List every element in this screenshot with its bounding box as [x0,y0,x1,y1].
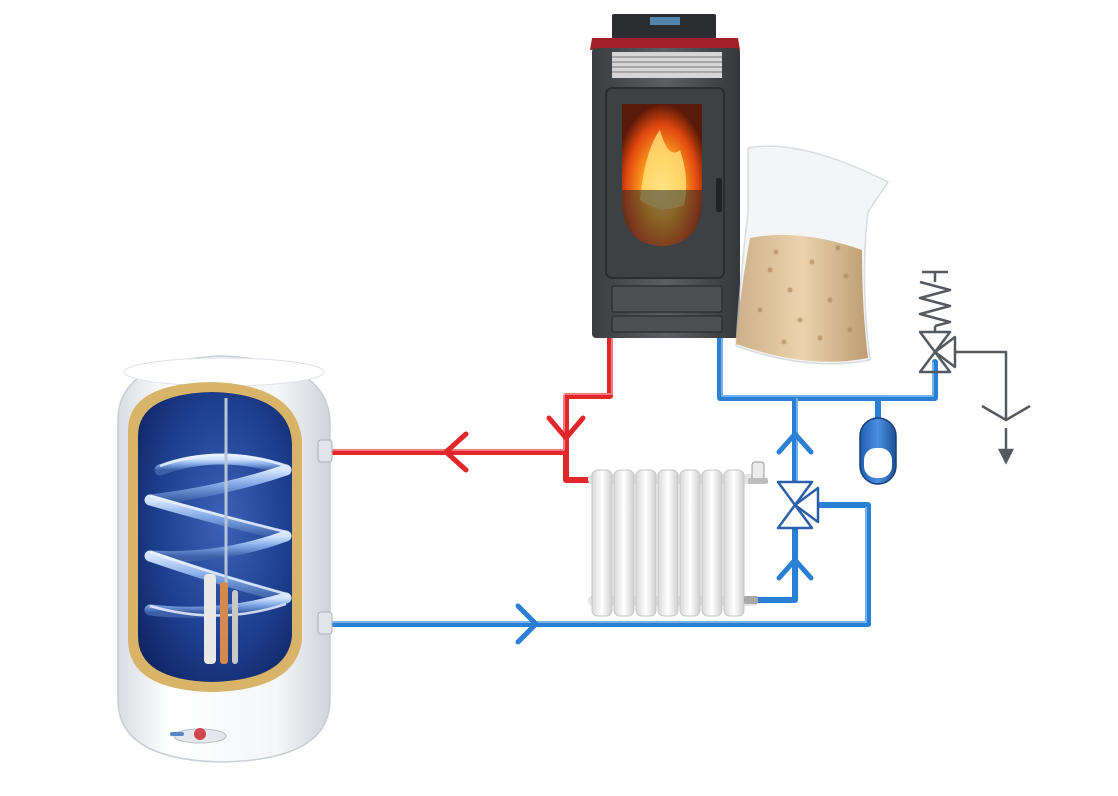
flow-arrow-icon [546,415,586,441]
flow-arrow-icon [515,603,539,645]
drain-funnel-icon [981,392,1031,465]
pellet-bag-icon [735,145,890,365]
expansion-vessel-icon [859,417,897,485]
flow-arrow-icon [443,431,469,473]
safety-relief-valve-icon [918,270,1008,392]
radiator-icon [588,461,768,617]
flow-arrow-icon [776,557,814,581]
cold-return-pipes [327,335,938,627]
three-way-valve-icon [776,480,820,530]
water-heater-tank-icon [117,355,333,763]
hot-flow-pipes [327,335,613,483]
heating-coil-icon [144,453,292,618]
flow-arrow-icon [776,431,814,455]
pellet-stove-icon [590,14,740,338]
